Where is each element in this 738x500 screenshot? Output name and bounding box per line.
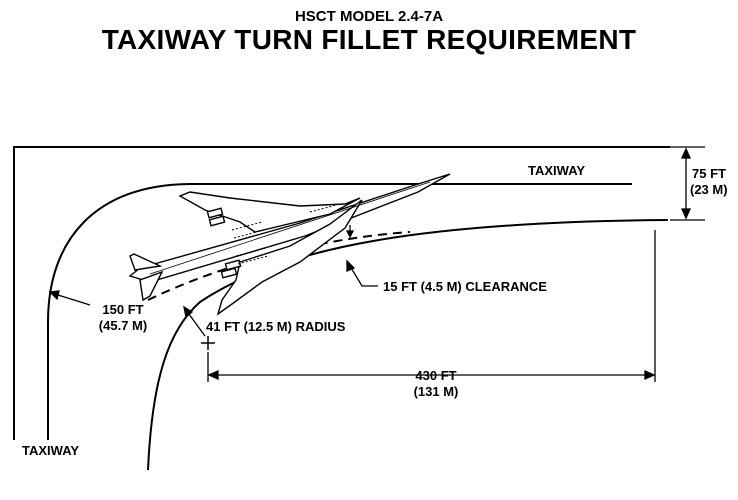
radius-center-mark xyxy=(201,336,215,350)
taxiway-inner-edge-upper xyxy=(47,183,632,440)
turn-ft-label: 150 FT xyxy=(102,302,144,317)
width-dimension xyxy=(670,146,705,221)
taxiway-label-bottom: TAXIWAY xyxy=(22,443,80,458)
diagram-title: TAXIWAY TURN FILLET REQUIREMENT xyxy=(101,24,637,55)
turn-m-label: (45.7 M) xyxy=(98,318,148,333)
airplane-icon xyxy=(128,173,451,316)
taxiway-outer-edge xyxy=(13,146,670,440)
width-ft-label: 75 FT xyxy=(692,166,726,181)
clearance-ticks xyxy=(345,225,355,239)
length-m-label: (131 M) xyxy=(413,384,459,399)
width-m-label: (23 M) xyxy=(690,182,728,197)
clearance-leader xyxy=(346,259,378,287)
radius-leader xyxy=(183,305,206,337)
length-dimension xyxy=(207,230,656,382)
radius-label: 41 FT (12.5 M) RADIUS xyxy=(206,319,346,334)
diagram-subtitle: HSCT MODEL 2.4-7A xyxy=(294,8,444,25)
wheel-track-path xyxy=(147,231,411,301)
length-ft-label: 430 FT xyxy=(415,368,457,383)
clearance-label: 15 FT (4.5 M) CLEARANCE xyxy=(383,279,547,294)
turn-leader xyxy=(48,290,91,306)
taxiway-label-top: TAXIWAY xyxy=(528,163,586,178)
